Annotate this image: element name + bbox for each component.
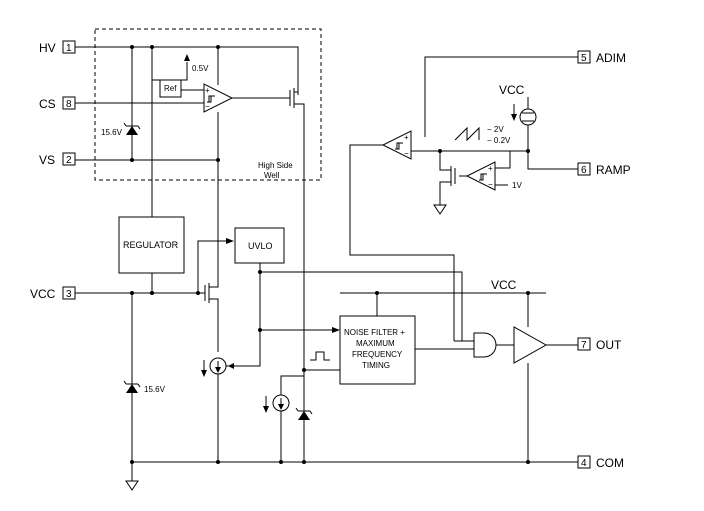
hysteresis-icon	[207, 95, 215, 103]
uvlo-block	[234, 227, 285, 264]
noise-filter-block	[339, 315, 416, 385]
pin-out-name: OUT	[596, 338, 622, 352]
regulator-label: REGULATOR	[123, 240, 179, 250]
pin-hv-number: 1	[66, 43, 72, 54]
pin-cs-number: 8	[66, 99, 72, 110]
pin-ramp-name: RAMP	[596, 163, 631, 177]
pin-ramp: 6 RAMP	[577, 162, 631, 177]
pin-ramp-number: 6	[581, 165, 587, 176]
svg-text:−: −	[205, 102, 210, 111]
zener-diode-top	[126, 126, 138, 135]
pin-vs: VS 2	[39, 152, 76, 167]
vcc-switch-mosfet	[204, 160, 219, 352]
regulator-block	[118, 216, 185, 274]
ref-label: Ref	[164, 84, 177, 93]
cs-comparator	[203, 83, 234, 113]
noise-filter-line-3: FREQUENCY	[352, 350, 403, 359]
arrow-up-icon	[184, 54, 190, 61]
ref-block	[159, 79, 182, 98]
high-side-well-label-1: High Side	[258, 161, 293, 170]
pin-cs: CS 8	[39, 96, 76, 111]
pin-vs-number: 2	[66, 155, 72, 166]
hysteresis-icon-2	[395, 142, 403, 150]
pin-adim: 5 ADIM	[577, 50, 626, 65]
hv-rail	[75, 46, 299, 95]
high-side-well-label-2: Well	[264, 171, 280, 180]
zener-bottom-label: 15.6V	[144, 385, 166, 394]
vcc-source-label: VCC	[499, 83, 525, 97]
high-side-well-region	[94, 28, 322, 181]
pin-vcc: VCC 3	[30, 286, 76, 301]
ramp-hi-label: − 2V	[487, 125, 504, 134]
ramp-discharge-mosfet	[439, 151, 456, 205]
pin-hv-name: HV	[39, 41, 56, 55]
pin-adim-number: 5	[581, 53, 587, 64]
svg-text:+: +	[404, 133, 409, 142]
pin-com-number: 4	[581, 458, 587, 469]
pin-hv: HV 1	[39, 40, 76, 55]
svg-text:+: +	[488, 164, 493, 173]
vcc-rail-label: VCC	[491, 278, 517, 292]
and-gate	[473, 332, 497, 358]
noise-filter-line-4: TIMING	[362, 361, 390, 370]
svg-text:−: −	[488, 180, 493, 189]
svg-text:−: −	[404, 149, 409, 158]
pulse-icon	[310, 351, 330, 361]
current-source-ramp	[519, 108, 537, 126]
noise-filter-line-1: NOISE FILTER +	[344, 328, 405, 337]
pin-vcc-name: VCC	[30, 287, 56, 301]
voltage-0-5v: 0.5V	[192, 64, 209, 73]
pin-com: 4 COM	[577, 455, 624, 470]
high-side-mosfet	[289, 88, 305, 180]
output-buffer	[513, 326, 548, 364]
ground-icon	[125, 480, 139, 491]
zener-diode-bottom	[126, 384, 138, 393]
sawtooth-icon	[454, 126, 480, 142]
noise-filter-line-2: MAXIMUM	[356, 339, 395, 348]
svg-text:+: +	[205, 86, 210, 95]
zener-diode-hs	[298, 411, 310, 420]
pin-out-number: 7	[581, 340, 587, 351]
adim-line	[424, 56, 578, 137]
zener-top-label: 15.6V	[101, 128, 123, 137]
ground-icon-ramp	[433, 204, 447, 215]
pin-out: 7 OUT	[577, 337, 622, 352]
uvlo-label: UVLO	[248, 241, 273, 251]
pin-com-name: COM	[596, 456, 624, 470]
pin-vs-name: VS	[39, 153, 55, 167]
pin-vcc-number: 3	[66, 289, 72, 300]
voltage-1v: 1V	[512, 181, 522, 190]
pin-adim-name: ADIM	[596, 51, 626, 65]
pin-cs-name: CS	[39, 97, 56, 111]
ramp-lo-label: − 0.2V	[487, 136, 511, 145]
